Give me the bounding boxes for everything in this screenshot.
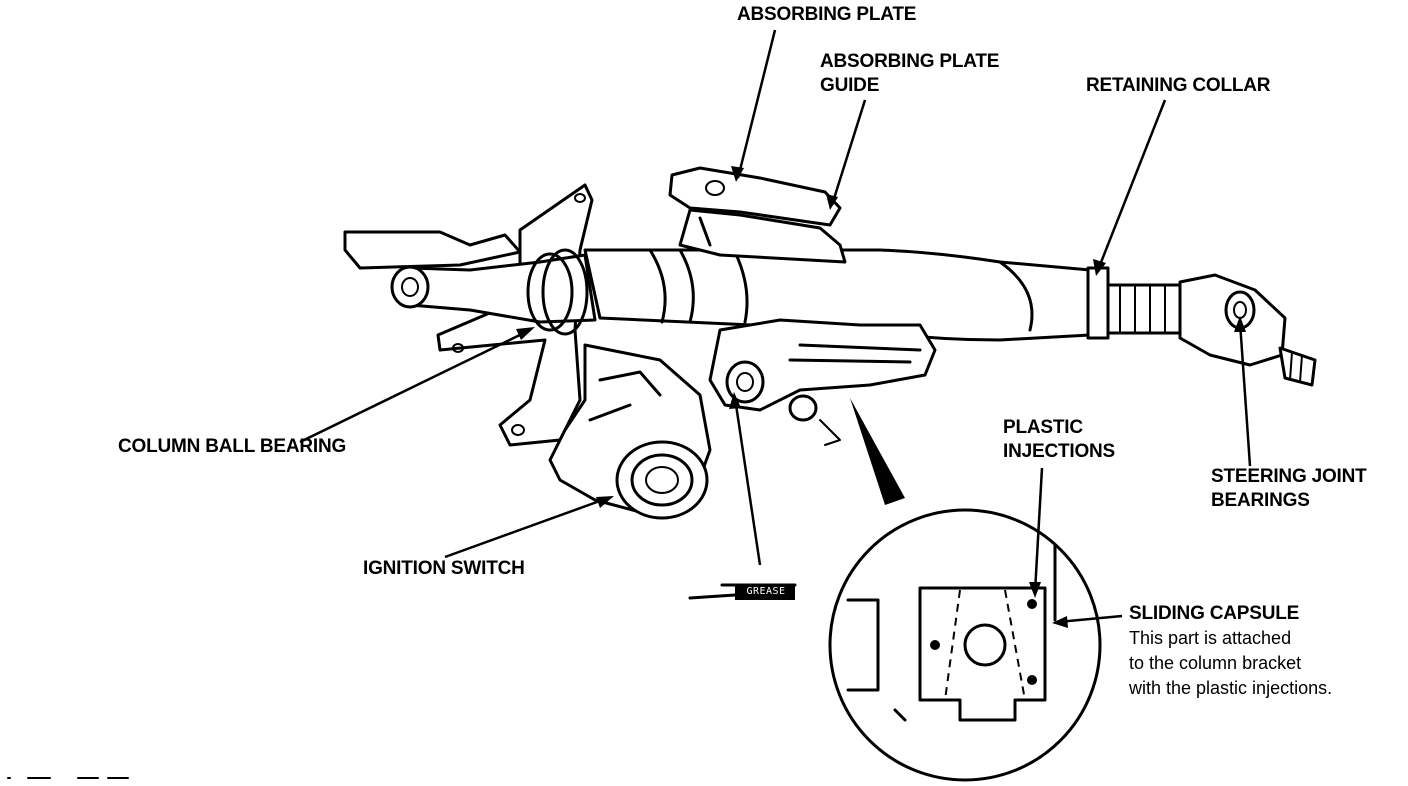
tilt-mechanism (708, 318, 937, 446)
steering-joint (1178, 273, 1317, 387)
ignition-switch-body (548, 343, 712, 520)
column-ball-bearing-label: COLUMN BALL BEARING (118, 436, 347, 457)
lower-shaft (1086, 266, 1187, 340)
ignition-switch-label: IGNITION SWITCH (363, 558, 525, 579)
leader-lines (299, 29, 1252, 628)
detail-zoom-circle (828, 398, 1102, 782)
retaining-collar-label: RETAINING COLLAR (1086, 75, 1271, 96)
sliding-capsule-desc-line2: to the column bracket (1129, 653, 1302, 673)
absorbing-plate-guide-label-line1: ABSORBING PLATE (820, 51, 1000, 72)
grease-label: GREASE (746, 586, 786, 597)
absorbing-plate-assembly (668, 166, 847, 264)
upper-shaft (390, 248, 597, 336)
sliding-capsule-desc-line1: This part is attached (1129, 628, 1292, 648)
grease-tube-icon (688, 583, 797, 600)
plastic-injections-label-line2: INJECTIONS (1003, 441, 1116, 462)
absorbing-plate-guide-label-line2: GUIDE (820, 75, 880, 96)
plastic-injections-label-line1: PLASTIC (1003, 417, 1083, 438)
steering-joint-bearings-label-line1: STEERING JOINT (1211, 466, 1367, 487)
steering-joint-bearings-label-line2: BEARINGS (1211, 490, 1310, 511)
sliding-capsule-label: SLIDING CAPSULE (1129, 603, 1300, 624)
sliding-capsule-desc-line3: with the plastic injections. (1129, 678, 1333, 698)
absorbing-plate-label: ABSORBING PLATE (737, 4, 917, 25)
